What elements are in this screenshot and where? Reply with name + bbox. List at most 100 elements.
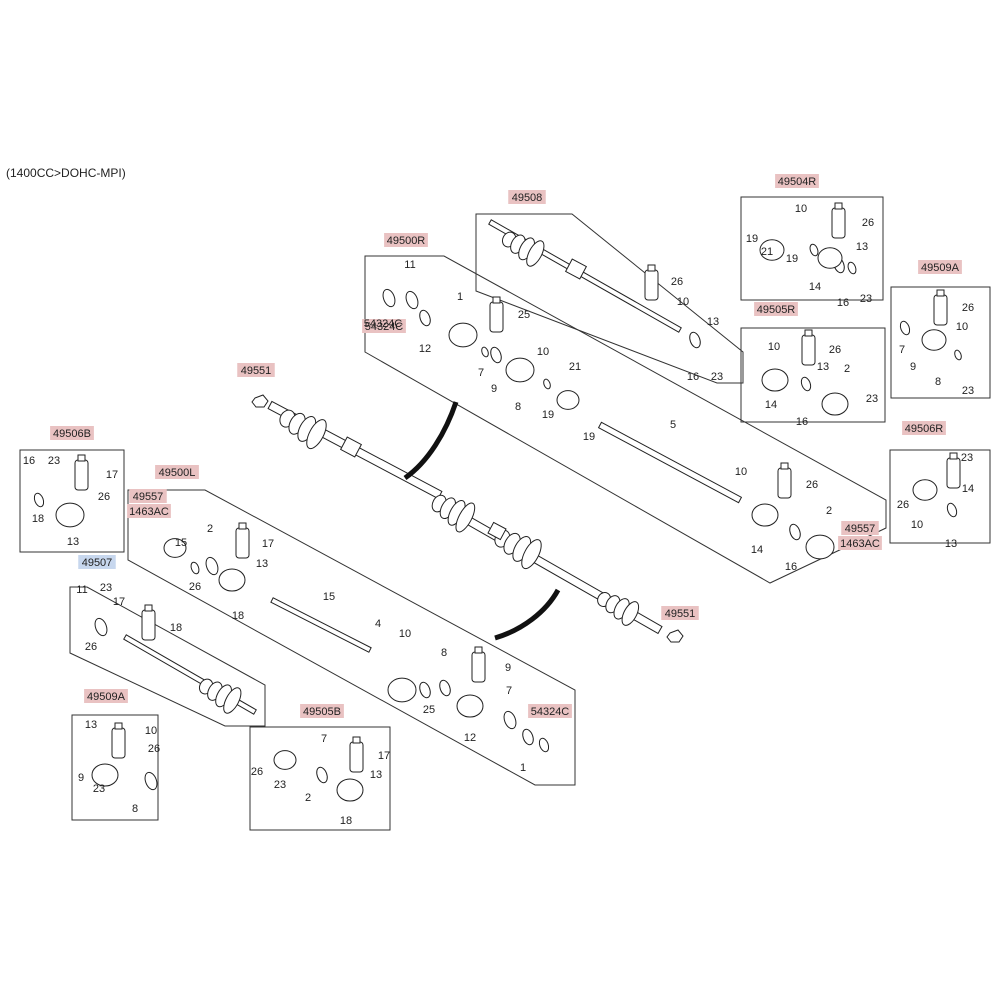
spec-label: (1400CC>DOHC-MPI) <box>6 166 126 180</box>
ref-label-r14[interactable]: 49507 <box>78 555 116 569</box>
damper-upper <box>339 436 363 458</box>
grease-tube-cap-12 <box>114 722 123 730</box>
ref-label-bg <box>78 555 116 569</box>
grease-tube-6 <box>777 467 792 499</box>
ref-label-text: 49508 <box>512 192 543 204</box>
kit-frame-11 <box>249 726 391 831</box>
kit-frame-1 <box>475 213 744 384</box>
ref-label-bg <box>155 465 199 479</box>
part-number-label: 23 <box>961 452 973 464</box>
ref-label-r19[interactable]: 54324C <box>362 319 406 333</box>
part-number-label: 10 <box>145 725 157 737</box>
part-number-label: 7 <box>506 685 512 697</box>
ref-label-r6[interactable]: 49551 <box>237 363 275 377</box>
part-number-label: 18 <box>340 815 352 827</box>
joint-part-17 <box>218 568 246 592</box>
part-number-label: 21 <box>761 246 773 258</box>
nut-lower <box>666 629 684 643</box>
kit-frames <box>19 196 991 831</box>
kit-frame-7 <box>19 449 125 553</box>
ref-label-r4[interactable]: 49500R <box>384 233 428 247</box>
part-number-label: 13 <box>256 558 268 570</box>
joint-part-4 <box>456 694 484 718</box>
ref-label-text: 49509A <box>921 262 960 274</box>
ref-label-text: 49505B <box>303 706 341 718</box>
ref-label-text: 49500L <box>159 467 196 479</box>
part-number-label: 13 <box>856 241 868 253</box>
part-number-label: 10 <box>956 321 968 333</box>
ref-label-r17[interactable]: 49505B <box>300 704 344 718</box>
ref-label-r11[interactable]: 1463AC <box>127 504 171 518</box>
grease-tube-cap-6 <box>780 462 789 470</box>
ring-27 <box>543 378 551 390</box>
ref-label-bg <box>127 504 171 518</box>
ref-label-r18[interactable]: 54324C <box>528 704 572 718</box>
part-number-label: 19 <box>786 253 798 265</box>
part-number-label: 16 <box>785 561 797 573</box>
part-number-label: 15 <box>175 537 187 549</box>
ref-label-bg <box>754 302 798 316</box>
outer-joint-boot-upper <box>279 409 327 450</box>
ref-label-text: 54324C <box>365 321 404 333</box>
damper-lower <box>487 521 507 541</box>
ref-label-bg <box>50 426 94 440</box>
part-number-label: 17 <box>262 538 274 550</box>
ref-label-r10[interactable]: 49557 <box>129 489 167 503</box>
ref-label-r1[interactable]: 49508 <box>508 190 546 204</box>
part-number-label: 18 <box>32 513 44 525</box>
ref-label-r13[interactable]: 1463AC <box>838 536 882 550</box>
ref-label-bg <box>362 319 406 333</box>
joint-part-12 <box>91 763 119 787</box>
ref-label-r12[interactable]: 49557 <box>841 521 879 535</box>
part-number-label: 23 <box>860 293 872 305</box>
part-drawings <box>33 202 962 802</box>
part-number-label: 13 <box>817 361 829 373</box>
part-number-label: 11 <box>76 584 87 596</box>
ref-label-r7[interactable]: 49506R <box>902 421 946 435</box>
outer-joint-end <box>597 592 640 626</box>
joint-part-15 <box>817 247 843 269</box>
part-number-label: 10 <box>677 296 689 308</box>
part-number-label: 10 <box>399 628 411 640</box>
joint-part-8 <box>921 329 947 351</box>
ref-label-text: 49557 <box>845 523 876 535</box>
ring-1 <box>382 288 396 308</box>
part-number-label: 14 <box>809 281 821 293</box>
part-number-label: 26 <box>189 581 201 593</box>
part-number-label: 26 <box>148 743 160 755</box>
grease-tube-cap-11 <box>474 646 483 654</box>
ref-label-text: 49506R <box>905 423 944 435</box>
part-number-label: 10 <box>911 519 923 531</box>
ref-label-text: 49500R <box>387 235 426 247</box>
ref-label-r16[interactable]: 49509A <box>84 689 128 703</box>
kit-frame-10 <box>71 714 159 821</box>
ref-label-r3[interactable]: 49509A <box>918 260 962 274</box>
ref-label-r15[interactable]: 49551 <box>661 606 699 620</box>
reference-labels[interactable]: 49508 49504R 49509A 49500R 49505R 49551 49506R… <box>50 174 962 718</box>
part-number-label: 13 <box>945 538 957 550</box>
joint-part-5 <box>163 538 187 558</box>
ring-26 <box>481 346 489 358</box>
ref-label-r9[interactable]: 49500L <box>155 465 199 479</box>
ref-label-r8[interactable]: 49506B <box>50 426 94 440</box>
part-number-label: 13 <box>85 719 97 731</box>
part-number-label: 10 <box>735 466 747 478</box>
joint-part-2 <box>821 392 849 416</box>
ref-label-r5[interactable]: 49505R <box>754 302 798 316</box>
part-number-label: 17 <box>378 750 390 762</box>
ref-label-r2[interactable]: 49504R <box>775 174 819 188</box>
part-number-label: 26 <box>806 479 818 491</box>
nut-upper <box>251 394 269 408</box>
joint-part-19 <box>751 503 779 527</box>
joint-part-6 <box>273 750 297 770</box>
ref-label-bg <box>508 190 546 204</box>
kit-frame-2 <box>740 196 884 301</box>
part-number-label: 7 <box>478 367 484 379</box>
ring-22 <box>94 617 108 637</box>
part-number-label: 8 <box>935 376 941 388</box>
part-number-label: 10 <box>537 346 549 358</box>
ref-label-text: 49557 <box>133 491 164 503</box>
ring-2 <box>405 290 419 310</box>
grease-tube-cap-5 <box>804 329 813 337</box>
part-number-label: 26 <box>85 641 97 653</box>
